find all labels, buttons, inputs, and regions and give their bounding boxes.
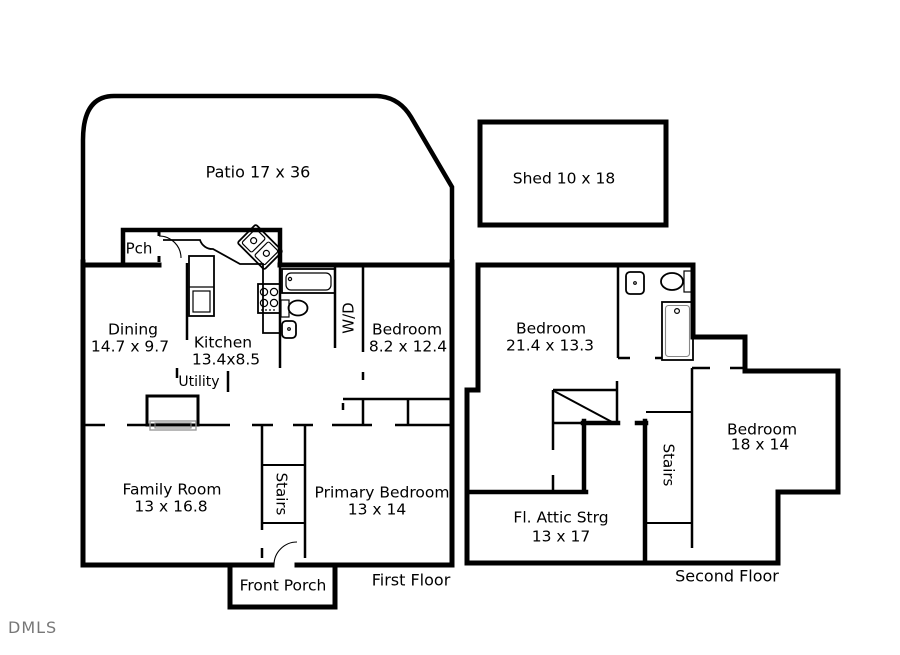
- utility-closet: [145, 394, 200, 427]
- dining-dims: 14.7 x 9.7: [91, 338, 169, 356]
- vanity-sink-icon: [625, 271, 645, 295]
- stairs-first-label: Stairs: [273, 473, 291, 516]
- front-porch-outline: [227, 562, 338, 610]
- first-floor-interior-walls: [83, 263, 452, 558]
- toilet-icon: [280, 299, 309, 318]
- kitchen-dims: 13.4x8.5: [192, 351, 260, 369]
- stairs-corridor-lines: [646, 411, 692, 524]
- bedroom-right-name: Bedroom: [727, 421, 797, 439]
- kitchen-name: Kitchen: [194, 334, 252, 352]
- patio-outline: [80, 93, 455, 267]
- pch-label: Pch: [126, 240, 153, 258]
- attic-storage-dims: 13 x 17: [532, 528, 590, 546]
- refrigerator-icon: [188, 255, 215, 317]
- pch-door-arc: [158, 235, 182, 259]
- stove-icon: [257, 283, 281, 314]
- second-floor-interior-walls: [551, 265, 745, 548]
- stairs-second-label: Stairs: [660, 444, 678, 487]
- family-room-name: Family Room: [123, 481, 222, 499]
- primary-bedroom-name: Primary Bedroom: [315, 484, 450, 502]
- kitchen-sink-icon: [237, 224, 283, 270]
- front-porch-label: Front Porch: [240, 577, 327, 595]
- labels: Patio 17 x 36 Shed 10 x 18 Pch Dining 14…: [8, 163, 797, 638]
- shower-icon: [661, 301, 694, 361]
- wd-label: W/D: [340, 302, 358, 333]
- patio-label: Patio 17 x 36: [206, 163, 311, 182]
- front-door-arc: [273, 541, 298, 566]
- bedroom-large-dims: 21.4 x 13.3: [506, 337, 594, 355]
- dining-name: Dining: [108, 321, 158, 339]
- family-room-dims: 13 x 16.8: [134, 498, 207, 516]
- toilet-icon: [660, 270, 693, 293]
- watermark-text: DMLS: [8, 618, 57, 637]
- stairs-run-diagonal: [553, 390, 613, 423]
- primary-bedroom-dims: 13 x 14: [348, 501, 406, 519]
- bathtub-icon: [281, 268, 336, 294]
- first-floor-outline: [80, 259, 455, 568]
- first-floor-caption: First Floor: [372, 571, 451, 590]
- fireplace-hearth: [149, 420, 197, 431]
- kitchen-porch-block-outline: [120, 227, 283, 266]
- second-floor-caption: Second Floor: [675, 567, 779, 586]
- bedroom-small-dims: 8.2 x 12.4: [369, 338, 447, 356]
- shed-outline: [477, 119, 669, 228]
- second-floor-thick-interior: [464, 418, 649, 566]
- utility-label: Utility: [178, 374, 219, 390]
- bathroom-sink-icon: [281, 320, 297, 339]
- second-floor-plan: [464, 262, 841, 566]
- bedroom-small-name: Bedroom: [372, 321, 442, 339]
- shed-label: Shed 10 x 18: [513, 170, 615, 188]
- first-floor-plan: [80, 93, 455, 610]
- bedroom-large-name: Bedroom: [516, 320, 586, 338]
- bedroom-right-dims: 18 x 14: [731, 436, 789, 454]
- stairs-landing-lines: [262, 464, 305, 524]
- attic-storage-name: Fl. Attic Strg: [513, 509, 608, 527]
